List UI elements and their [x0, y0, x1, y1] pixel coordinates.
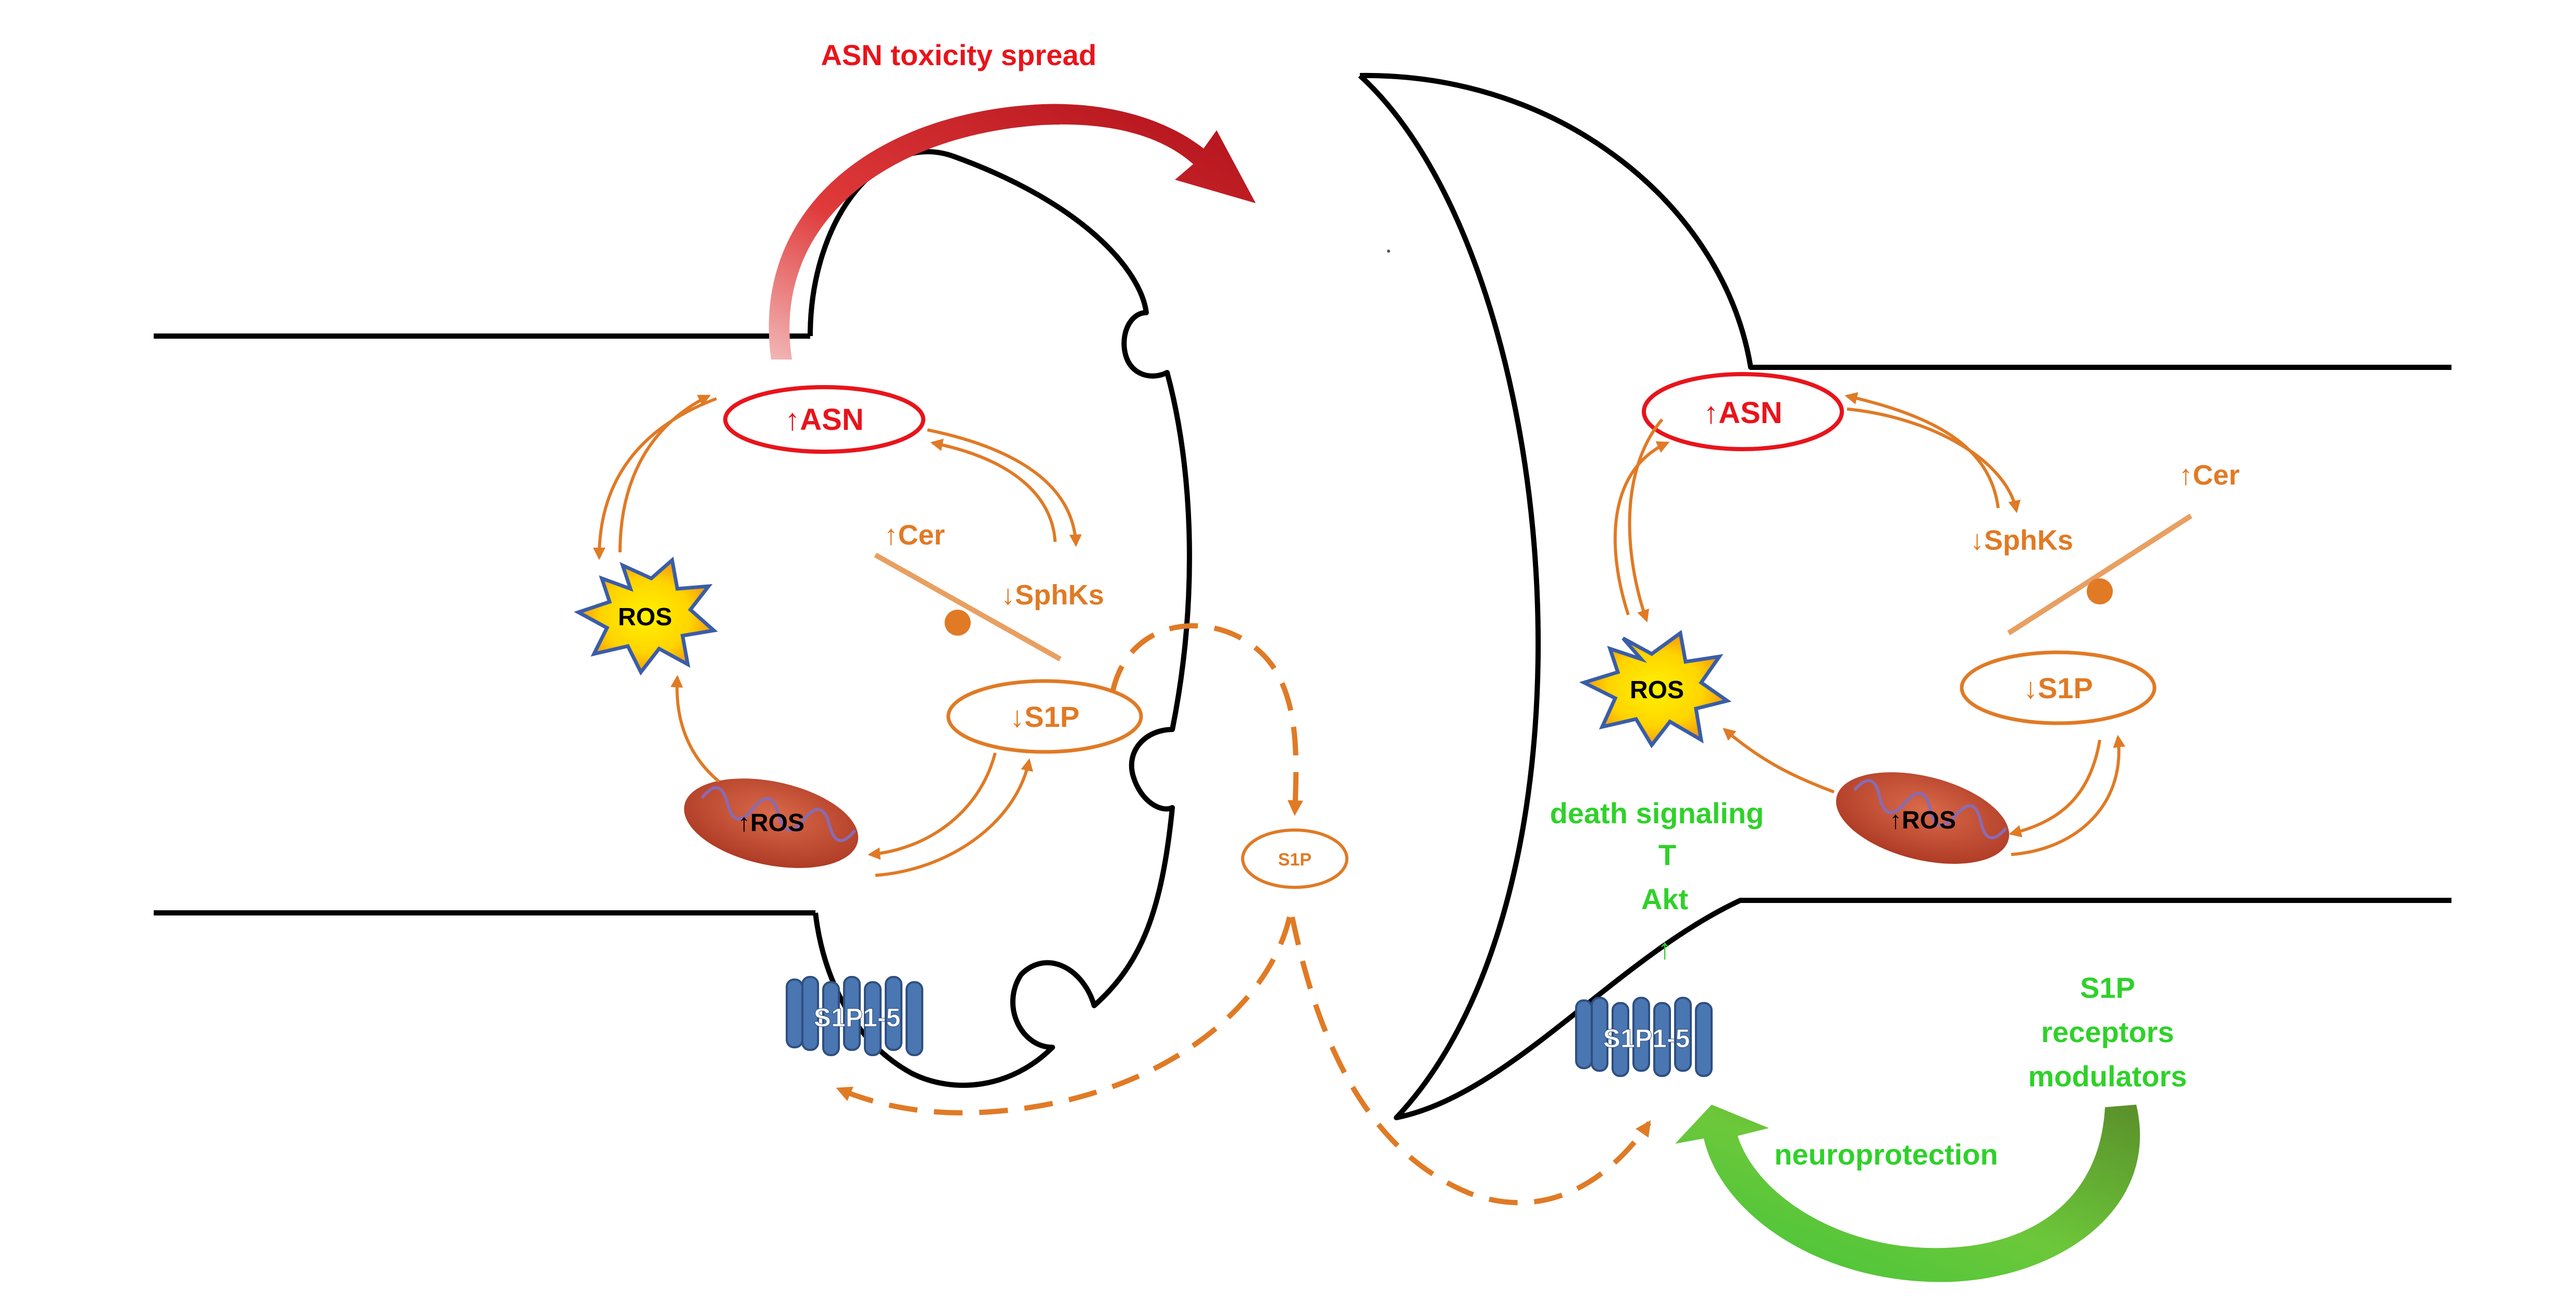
right-cer-sphk-balance-line [2007, 513, 2193, 636]
r-asn-to-ros-arrow [1628, 418, 1664, 623]
r-mito-to-s1p-arrow [2011, 735, 2126, 856]
modulators-line2: receptors [2041, 1016, 2174, 1048]
s1p-autocrine-arrow [836, 916, 1292, 1116]
left-s1p-receptor-icon [786, 976, 923, 1056]
right-sphks-label: ↓SphKs [1970, 525, 2073, 556]
right-cycle-arrows [1614, 392, 2126, 856]
right-cer-label: ↑Cer [2178, 460, 2239, 491]
right-s1p-receptor-icon [1575, 997, 1713, 1077]
left-neuron-outline [154, 149, 1192, 1088]
r-asn-to-sphks-arrow [1847, 407, 2021, 513]
left-mito-ros-label: ↑ROS [738, 809, 804, 837]
mito-to-ros-arrow [670, 675, 720, 783]
s1p-export-arrow [1110, 623, 1304, 816]
sphks-to-asn-arrow [930, 439, 1057, 542]
s1p-to-mito-arrow [868, 752, 997, 860]
inhibition-t-symbol: T [1658, 838, 1676, 871]
r-ros-to-asn-arrow [1614, 441, 1670, 615]
asn-to-ros-arrow [593, 397, 717, 560]
right-asn-ellipse [1642, 372, 1844, 451]
left-mitochondria-icon [684, 778, 859, 868]
neuroprotection-label: neuroprotection [1774, 1138, 1998, 1171]
left-sphks-label: ↓SphKs [1001, 579, 1104, 611]
asn-toxicity-spread-arrow [769, 104, 1256, 360]
extracellular-s1p-ellipse [1241, 828, 1348, 889]
modulators-line1: S1P [2080, 971, 2135, 1004]
left-asn-label: ↑ASN [785, 403, 863, 437]
right-neuron-outline [1358, 72, 2451, 1120]
akt-up-arrow: ↑ [1657, 932, 1672, 965]
left-terminal-membrane [808, 149, 1192, 1088]
s1p-secretion-dashed-arrows [836, 623, 1652, 1206]
modulators-label: S1P receptors modulators [2028, 971, 2187, 1093]
left-s1p-label: ↓S1P [1010, 700, 1080, 733]
modulators-line3: modulators [2028, 1060, 2187, 1093]
right-s1p-ellipse [1960, 650, 2157, 725]
right-mito-ros-label: ↑ROS [1889, 807, 1956, 834]
extracellular-s1p-label: S1P [1278, 850, 1311, 870]
s1p-paracrine-arrow [1290, 916, 1652, 1206]
left-fulcrum-dot [945, 610, 971, 636]
death-signaling-label: death signaling [1550, 797, 1764, 830]
right-dendrite-crescent [1358, 72, 2451, 1120]
r-mito-to-ros-arrow [1723, 727, 1835, 794]
right-cell: ↑ASN ↑Cer ↓SphKs ROS ↓S1P ↑ROS death sig… [1550, 372, 2240, 1077]
right-ros-star-label: ROS [1630, 676, 1684, 704]
akt-label: Akt [1641, 883, 1688, 915]
right-receptor-label: S1P1-5 [1603, 1024, 1690, 1053]
r-s1p-to-mito-arrow [2009, 739, 2101, 837]
neuroprotection-arrow [1675, 1105, 2140, 1282]
mito-to-s1p-arrow [875, 758, 1033, 877]
asn-to-sphks-arrow [927, 428, 1082, 547]
left-receptor-label: S1P1-5 [814, 1003, 901, 1032]
right-mitochondria-icon [1836, 772, 2010, 864]
left-cycle-arrows [593, 394, 1082, 877]
right-fulcrum-dot [2087, 578, 2113, 604]
right-ros-star-icon [1579, 629, 1732, 749]
left-ros-star-icon [574, 556, 718, 676]
speck [1387, 250, 1390, 253]
ros-to-asn-arrow [618, 394, 711, 553]
extracellular-s1p: S1P [1241, 828, 1348, 889]
right-asn-label: ↑ASN [1703, 396, 1782, 430]
r-sphks-to-asn-arrow [1844, 392, 2000, 509]
top-label: ASN toxicity spread [821, 39, 1096, 71]
right-s1p-label: ↓S1P [2023, 672, 2093, 704]
left-asn-ellipse [723, 385, 925, 454]
left-s1p-ellipse [946, 679, 1143, 754]
left-ros-star-label: ROS [618, 603, 672, 631]
left-cer-label: ↑Cer [884, 519, 945, 551]
left-cell: ↑ASN ROS ↑Cer ↓SphKs ↓S1P ↑ROS [574, 385, 1143, 1056]
left-cer-sphk-balance-line [874, 552, 1062, 662]
